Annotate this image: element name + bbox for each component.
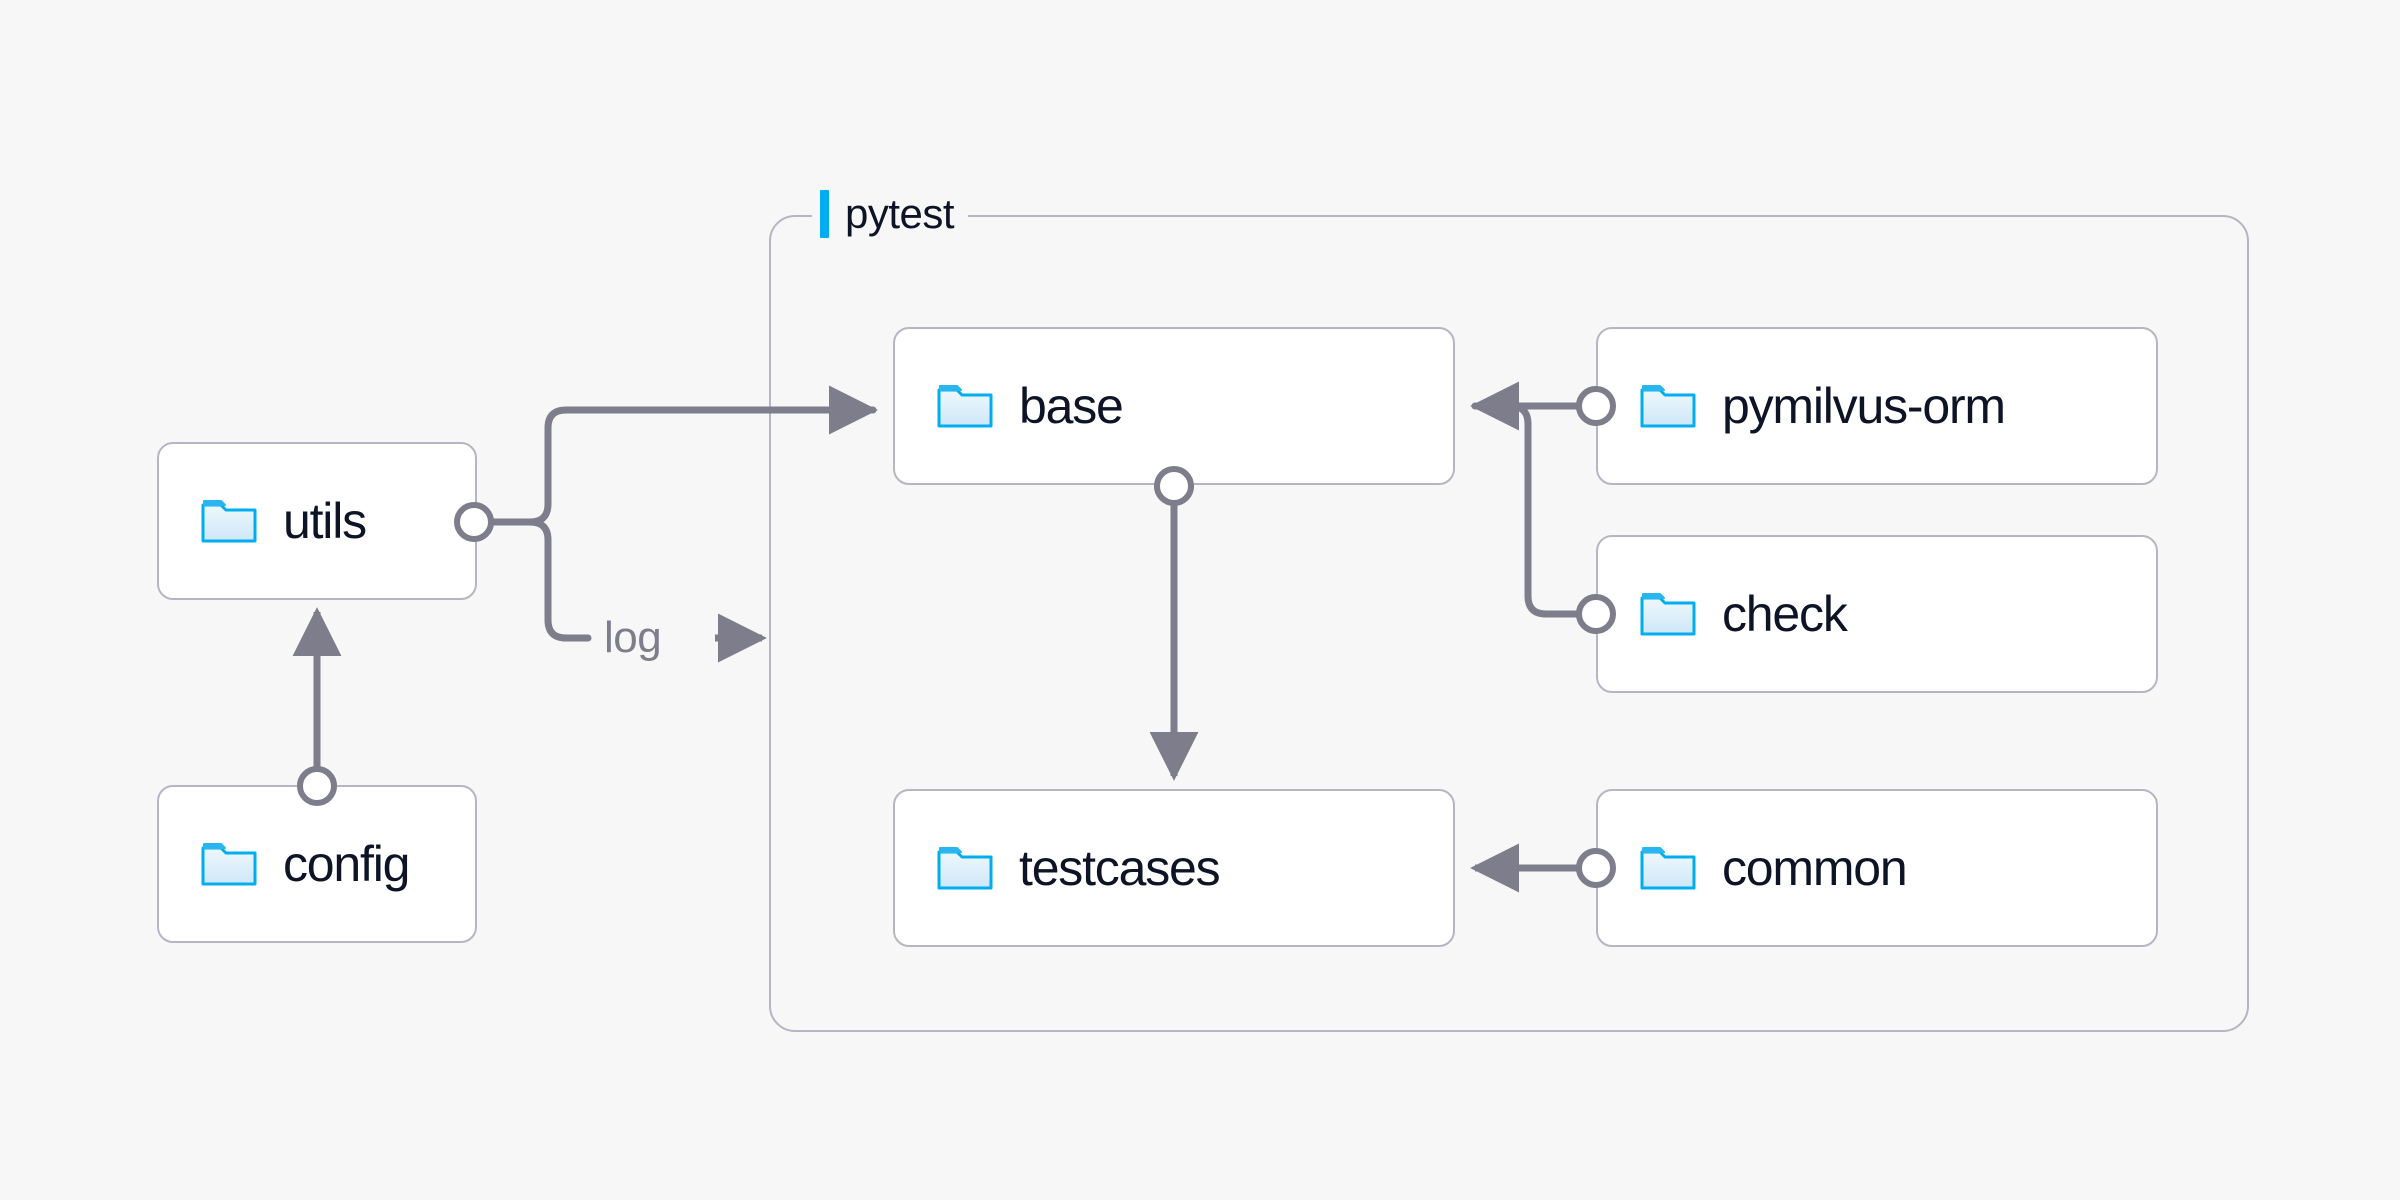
node-label: utils [283, 493, 367, 549]
node-common[interactable]: common [1596, 789, 2158, 947]
node-label: testcases [1019, 840, 1221, 896]
folder-icon [1640, 847, 1696, 890]
node-label: base [1019, 378, 1124, 434]
folder-icon [937, 385, 993, 428]
folder-icon [201, 500, 257, 543]
edge-right-column-to-base [1470, 381, 1586, 618]
group-label-pytest: pytest [812, 186, 969, 242]
node-pymilvus-orm[interactable]: pymilvus-orm [1596, 327, 2158, 485]
folder-icon [201, 843, 257, 886]
folder-icon [1640, 385, 1696, 428]
node-label: common [1722, 840, 1908, 896]
group-label-text: pytest [845, 190, 955, 237]
edge-label-log: log [604, 613, 662, 662]
edge-utils-branch [483, 385, 878, 642]
group-accent-bar [820, 190, 829, 238]
node-config[interactable]: config [157, 785, 477, 943]
folder-icon [937, 847, 993, 890]
node-base[interactable]: base [893, 327, 1455, 485]
node-label: pymilvus-orm [1722, 378, 2006, 434]
node-label: check [1722, 586, 1848, 642]
group-container-pytest [769, 215, 2249, 1032]
node-check[interactable]: check [1596, 535, 2158, 693]
node-utils[interactable]: utils [157, 442, 477, 600]
node-testcases[interactable]: testcases [893, 789, 1455, 947]
node-label: config [283, 836, 410, 892]
folder-icon [1640, 593, 1696, 636]
